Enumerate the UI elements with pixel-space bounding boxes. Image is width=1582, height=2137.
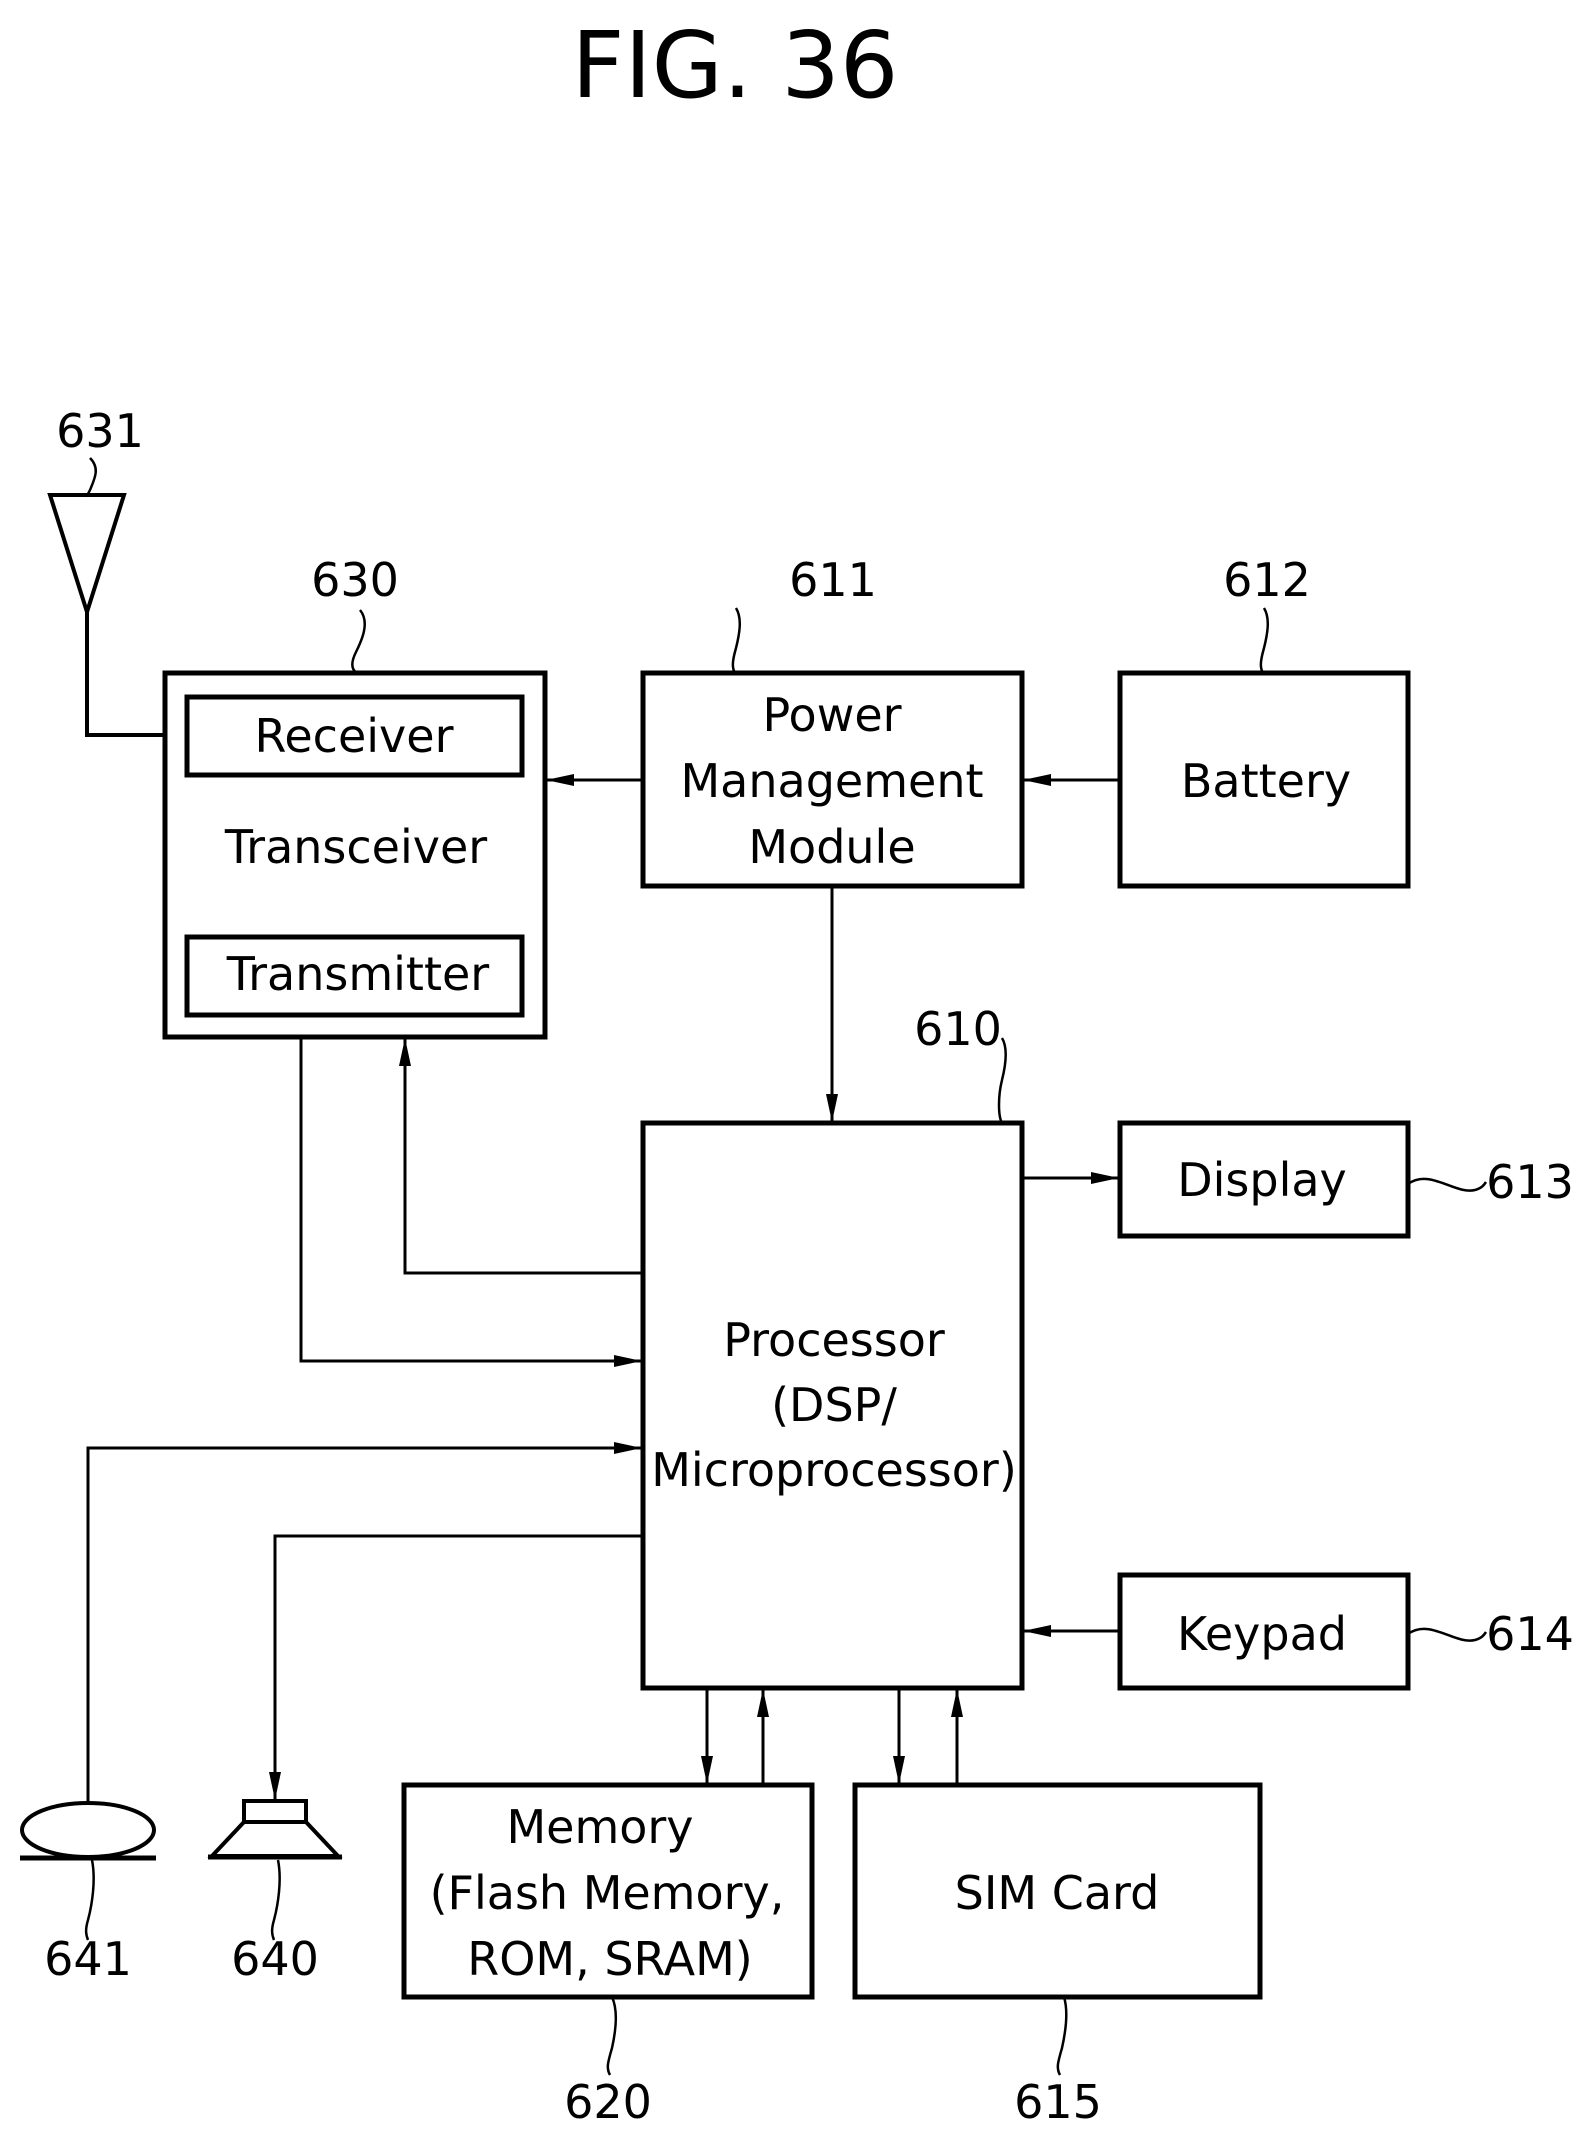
leader-631 [86,458,96,496]
microphone-icon [20,1803,156,1858]
wire-microphone-to-processor [88,1448,641,1803]
ref-610: 610 [914,1002,1002,1056]
memory-label-2: (Flash Memory, [430,1866,785,1920]
ref-630: 630 [311,553,399,607]
power-management-label-2: Management [680,754,983,808]
ref-620: 620 [564,2075,652,2129]
ref-641: 641 [44,1932,132,1986]
leader-614 [1408,1629,1486,1641]
sim-card-label: SIM Card [955,1866,1160,1920]
leader-640 [272,1860,280,1940]
battery-label: Battery [1181,754,1351,808]
memory-label-1: Memory [506,1800,693,1854]
leader-630 [352,610,364,673]
leader-620 [608,1997,616,2075]
ref-614: 614 [1486,1607,1574,1661]
leader-641 [86,1860,94,1940]
leader-615 [1058,1997,1066,2075]
wire-transceiver-to-processor [301,1037,641,1361]
wire-processor-to-speaker [275,1536,643,1799]
keypad-label: Keypad [1177,1607,1347,1661]
ref-615: 615 [1014,2075,1102,2129]
speaker-icon [208,1801,342,1857]
ref-640: 640 [231,1932,319,1986]
figure-title: FIG. 36 [572,12,899,119]
processor-label-2: (DSP/ [771,1378,897,1432]
leader-613 [1408,1179,1486,1191]
ref-611: 611 [789,553,877,607]
antenna-icon [50,495,165,735]
processor-label-3: Microprocessor) [651,1443,1017,1497]
leader-612 [1261,608,1268,673]
power-management-label-3: Module [748,820,915,874]
processor-label-1: Processor [723,1313,945,1367]
display-label: Display [1177,1153,1347,1207]
leader-611 [733,608,740,673]
power-management-label-1: Power [762,688,901,742]
memory-label-3: ROM, SRAM) [467,1932,753,1986]
ref-613: 613 [1486,1155,1574,1209]
transmitter-label: Transmitter [226,947,490,1001]
wire-processor-to-transceiver [405,1039,643,1273]
ref-612: 612 [1223,553,1311,607]
ref-631: 631 [56,404,144,458]
receiver-label: Receiver [254,709,453,763]
transceiver-label: Transceiver [224,820,487,874]
